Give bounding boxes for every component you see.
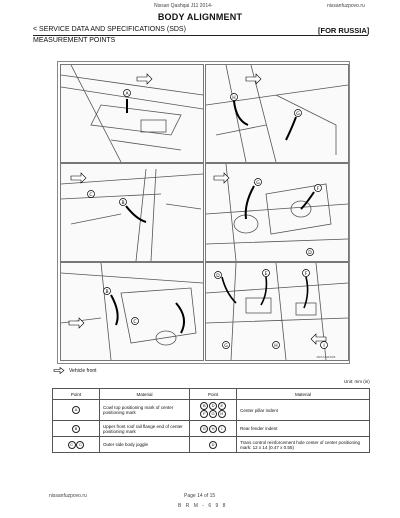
material-cell: Upper front roof rail flange end of cent… bbox=[98, 420, 191, 437]
point-symbol: H bbox=[217, 410, 226, 418]
point-symbol: D bbox=[209, 402, 218, 410]
point-cell: A bbox=[52, 399, 100, 421]
material-cell: Cowl top positioning mark of center posi… bbox=[98, 399, 191, 421]
point-symbol: B bbox=[200, 402, 209, 410]
material-cell: Rear fender indent bbox=[236, 420, 370, 437]
legend-label: Vehicle front bbox=[69, 367, 97, 374]
point-label: G bbox=[256, 180, 260, 186]
point-label: D bbox=[216, 273, 220, 279]
header-model: Nissan Qashqai J11 2014- bbox=[154, 3, 213, 9]
vehicle-front-arrow-icon bbox=[213, 172, 230, 184]
point-symbol: B bbox=[72, 424, 80, 433]
material-cell: Center pillar indent bbox=[236, 399, 370, 421]
point-label: G bbox=[224, 343, 228, 349]
point-label: D bbox=[308, 250, 312, 256]
point-label: H bbox=[232, 95, 235, 101]
footer-page-number: Page 14 of 15 bbox=[184, 493, 216, 499]
point-cell: B bbox=[52, 420, 100, 437]
table-row: B Upper front roof rail flange end of ce… bbox=[52, 420, 370, 437]
point-label: E bbox=[265, 271, 268, 277]
header-site: nissanfuzpovo.ru bbox=[327, 3, 365, 9]
point-symbol: E bbox=[217, 402, 226, 410]
figure-panel-3: C B bbox=[60, 163, 204, 262]
material-cell: Outer side body joggle bbox=[98, 436, 191, 453]
header-point-2: Point bbox=[189, 388, 238, 400]
figure-panel-2: H G bbox=[205, 64, 349, 163]
point-label: C bbox=[89, 192, 92, 198]
figure-panel-5: B C bbox=[60, 262, 204, 361]
point-symbol: I bbox=[217, 424, 226, 433]
footer-code: B R M - 6 9 8 bbox=[178, 503, 227, 509]
header-material-1: Material bbox=[98, 388, 191, 400]
point-symbol: A bbox=[72, 406, 80, 414]
vehicle-front-arrow-icon bbox=[310, 333, 327, 345]
figure-panel-6: D E F G H I bbox=[205, 262, 349, 361]
point-symbol: F bbox=[200, 410, 209, 418]
figure-panel-1: A bbox=[60, 64, 204, 163]
point-label: I bbox=[323, 343, 324, 349]
point-label: C bbox=[133, 319, 136, 325]
breadcrumb[interactable]: < SERVICE DATA AND SPECIFICATIONS (SDS) bbox=[33, 26, 186, 33]
page-title: BODY ALIGNMENT bbox=[157, 12, 243, 22]
table-header-row: Point Material Point Material bbox=[52, 388, 370, 400]
figure-panel-4: G F D bbox=[205, 163, 349, 262]
header-divider bbox=[33, 35, 368, 36]
vehicle-front-arrow-icon bbox=[53, 367, 65, 374]
vehicle-front-arrow-icon bbox=[245, 73, 262, 85]
footer-site: nissanfuzpovo.ru bbox=[49, 493, 87, 499]
point-label: F bbox=[317, 186, 320, 192]
point-symbol: G bbox=[209, 410, 218, 418]
measurement-table: Point Material Point Material A Cowl top… bbox=[52, 388, 370, 453]
figure-id: JSPIA4963GB bbox=[316, 355, 336, 359]
vehicle-front-arrow-icon bbox=[70, 172, 87, 184]
point-label: A bbox=[125, 91, 129, 97]
header-material-2: Material bbox=[236, 388, 370, 400]
point-symbol: C bbox=[76, 440, 85, 449]
figure-legend: Vehicle front bbox=[53, 367, 97, 374]
vehicle-front-arrow-icon bbox=[136, 73, 153, 85]
unit-label: Unit: mm (in) bbox=[344, 379, 370, 384]
section-title: MEASUREMENT POINTS bbox=[33, 37, 116, 44]
measurement-figure: A H G C B bbox=[57, 61, 350, 364]
vehicle-front-arrow-icon bbox=[68, 317, 85, 329]
material-cell: Trans control reinforcement hole center … bbox=[236, 436, 370, 453]
header-point-1: Point bbox=[52, 388, 100, 400]
point-marker bbox=[123, 89, 131, 97]
point-symbol: D bbox=[209, 440, 218, 449]
table-row: A Cowl top positioning mark of center po… bbox=[52, 399, 370, 421]
point-symbol: C bbox=[67, 440, 76, 449]
region-label: [FOR RUSSIA] bbox=[318, 26, 370, 35]
point-label: B bbox=[105, 289, 108, 295]
point-symbol: H bbox=[209, 424, 218, 433]
point-label: G bbox=[296, 111, 300, 117]
point-cell: D bbox=[189, 436, 238, 453]
point-label: B bbox=[121, 200, 124, 206]
point-symbol: G bbox=[200, 424, 209, 433]
point-label: H bbox=[274, 343, 277, 349]
point-label: F bbox=[305, 271, 308, 277]
